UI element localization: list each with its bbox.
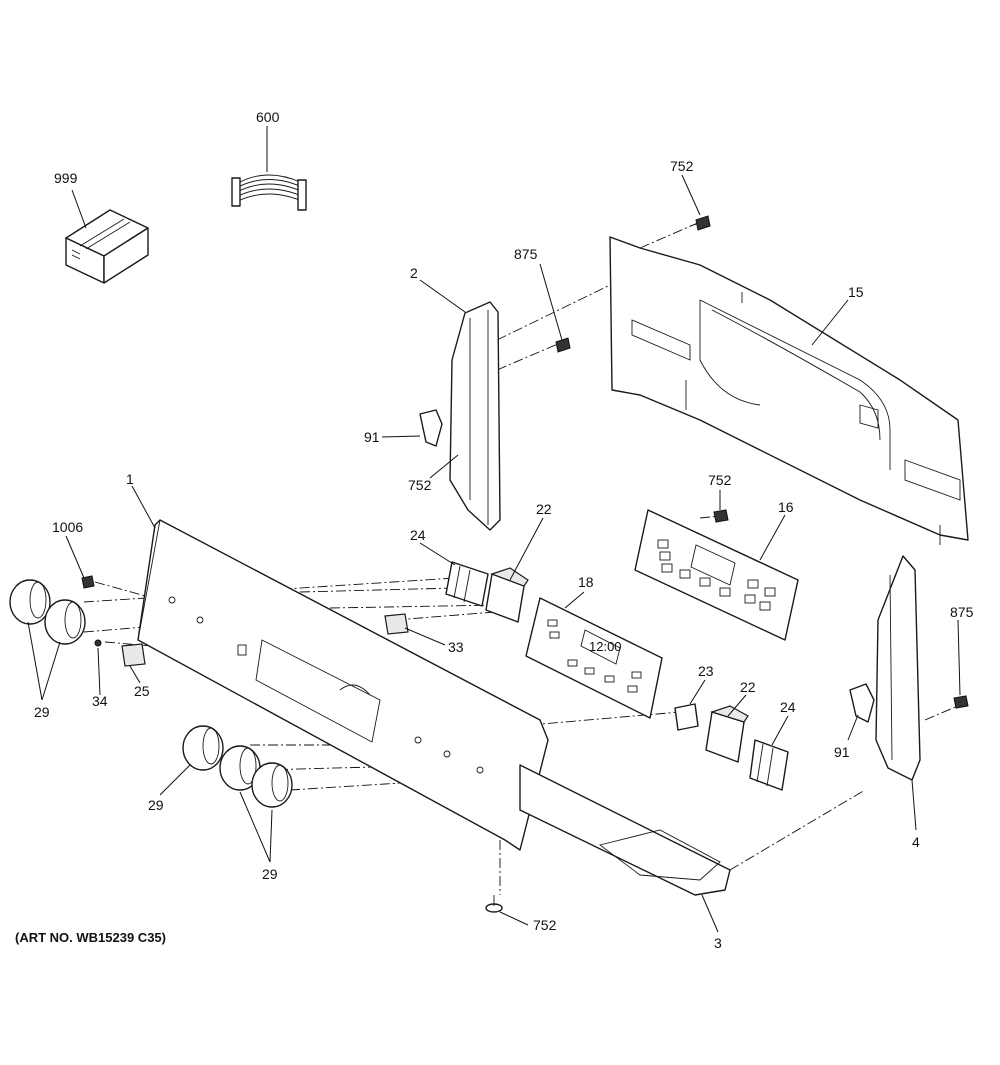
part-3-lower-trim <box>519 764 731 896</box>
callout-4: 4 <box>912 834 920 850</box>
part-29-knob-a <box>9 579 51 625</box>
part-752-screw-right <box>713 509 729 523</box>
part-29-knob-e <box>251 762 293 808</box>
part-1006-screw <box>81 575 95 589</box>
part-22-switch-right <box>705 705 749 763</box>
callout-18: 18 <box>578 574 594 590</box>
part-16-control-board <box>634 509 799 641</box>
callout-24-left: 24 <box>410 527 426 543</box>
part-752-screw-top <box>689 215 711 231</box>
callout-600: 600 <box>256 109 280 125</box>
callout-25: 25 <box>134 683 150 699</box>
leader-lines <box>27 126 961 933</box>
callout-1: 1 <box>126 471 134 487</box>
part-2-left-end-bracket <box>449 301 501 531</box>
part-29-knob-d <box>219 745 261 791</box>
part-875-screw-right <box>953 695 969 709</box>
callout-15: 15 <box>848 284 864 300</box>
callout-91-left: 91 <box>364 429 380 445</box>
part-999-literature-box <box>65 209 149 284</box>
overlay-clock-text: 12:00 <box>589 639 622 654</box>
callout-91-right: 91 <box>834 744 850 760</box>
callout-22-left: 22 <box>536 501 552 517</box>
callout-752-bottom: 752 <box>533 917 557 933</box>
callout-875-top: 875 <box>514 246 538 262</box>
callout-875-right: 875 <box>950 604 974 620</box>
callout-33: 33 <box>448 639 464 655</box>
part-18-touch-overlay: 12:00 <box>525 597 663 719</box>
callout-999: 999 <box>54 170 78 186</box>
callout-23: 23 <box>698 663 714 679</box>
part-22-switch-left <box>485 567 529 623</box>
part-600-wire-harness <box>231 174 307 211</box>
callout-29-left: 29 <box>34 704 50 720</box>
part-33-switch <box>384 613 409 635</box>
part-4-right-end-bracket <box>875 555 921 781</box>
callout-752-mid: 752 <box>408 477 432 493</box>
part-25-switch <box>121 643 146 667</box>
part-875-screw-top <box>555 337 571 353</box>
art-number: (ART NO. WB15239 C35) <box>15 930 166 945</box>
callout-numbers: 999 600 752 875 2 15 91 752 752 16 1 100… <box>34 109 974 951</box>
callout-22-right: 22 <box>740 679 756 695</box>
callout-2: 2 <box>410 265 418 281</box>
callout-29-bottom-b: 29 <box>262 866 278 882</box>
board-buttons <box>657 539 776 611</box>
callout-752-right: 752 <box>708 472 732 488</box>
callout-1006: 1006 <box>52 519 83 535</box>
part-29-knob-c <box>182 725 224 771</box>
part-34-screw <box>94 639 102 647</box>
callout-3: 3 <box>714 935 722 951</box>
callout-24-right: 24 <box>780 699 796 715</box>
part-24-switch-left <box>445 561 489 607</box>
part-23-switch <box>674 703 699 731</box>
part-29-knob-b <box>44 599 86 645</box>
part-91-clip-right <box>849 683 875 723</box>
part-91-clip-left <box>419 409 443 447</box>
part-24-switch-right <box>749 739 789 791</box>
part-1-control-panel <box>137 519 549 851</box>
callout-752-top: 752 <box>670 158 694 174</box>
part-752-screw-bottom <box>485 895 503 913</box>
callout-16: 16 <box>778 499 794 515</box>
part-15-backsplash-rear-panel <box>609 236 969 545</box>
panel-dials <box>168 596 484 774</box>
callout-29-bottom-a: 29 <box>148 797 164 813</box>
callout-34: 34 <box>92 693 108 709</box>
